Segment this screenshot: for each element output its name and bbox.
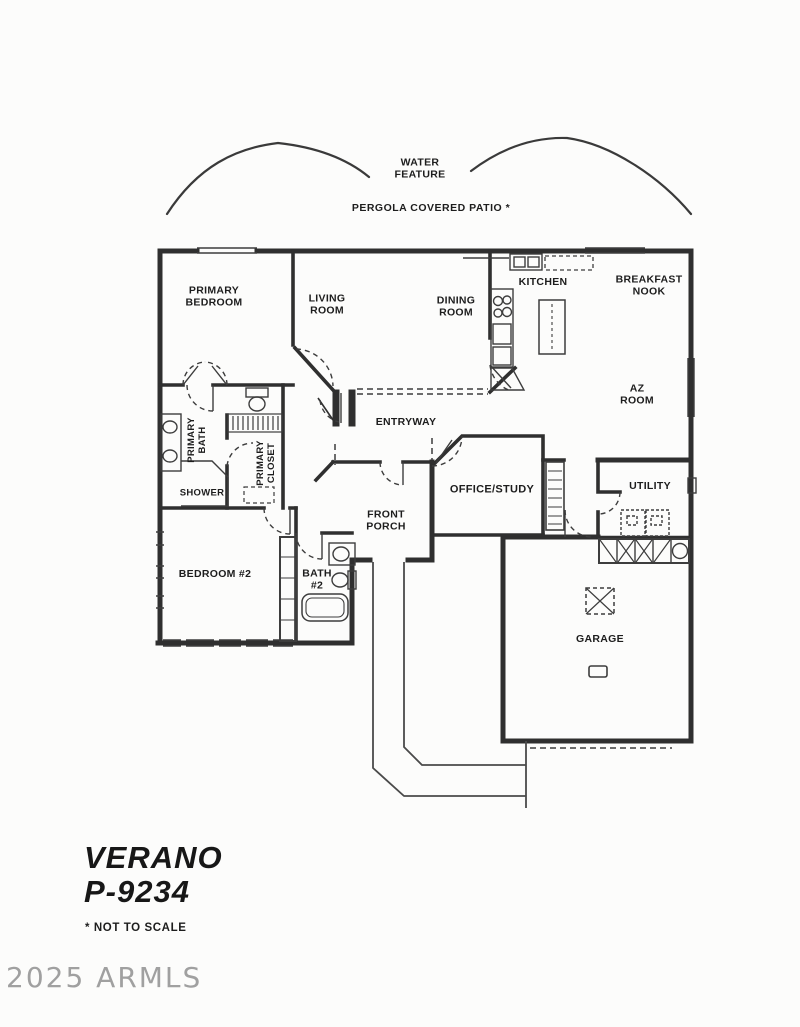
pergola-patio-label: PERGOLA COVERED PATIO * xyxy=(351,201,511,214)
closet-shelving xyxy=(227,413,283,504)
washer-dryer xyxy=(620,509,670,537)
plan-number: P-9234 xyxy=(84,874,190,909)
office-shelving xyxy=(545,461,565,531)
room-label-bath-2: BATH #2 xyxy=(302,567,332,592)
pergola-arcs xyxy=(165,136,693,216)
room-label-shower: SHOWER xyxy=(179,487,225,499)
room-label-primary-bedroom: PRIMARY BEDROOM xyxy=(185,284,243,309)
exterior-walls xyxy=(155,248,694,744)
room-label-bedroom-2: BEDROOM #2 xyxy=(178,567,252,580)
room-label-breakfast-nook: BREAKFAST NOOK xyxy=(615,273,683,298)
room-label-primary-closet: PRIMARY CLOSET xyxy=(254,440,277,486)
room-label-primary-bath: PRIMARY BATH xyxy=(185,417,208,463)
bedroom2-closet xyxy=(279,536,297,642)
room-label-kitchen: KITCHEN xyxy=(518,275,568,288)
primary-bath-vanity xyxy=(160,413,182,472)
interior-walls xyxy=(158,249,693,643)
garage-drain xyxy=(588,665,608,678)
room-label-dining-room: DINING ROOM xyxy=(436,294,476,319)
shower-enclosure xyxy=(181,460,229,507)
scale-note: * NOT TO SCALE xyxy=(85,922,187,934)
kitchen-range xyxy=(463,257,526,391)
plan-model-name: VERANO xyxy=(84,840,223,875)
room-label-utility: UTILITY xyxy=(629,479,671,492)
door-leaves xyxy=(182,364,566,559)
kitchen-upper-cabinets xyxy=(544,255,594,271)
room-label-entryway: ENTRYWAY xyxy=(375,415,437,428)
bath2-vanity xyxy=(328,542,356,566)
room-label-front-porch: FRONT PORCH xyxy=(366,508,406,533)
water-heater-icon xyxy=(671,542,689,560)
front-door xyxy=(317,389,356,427)
primary-toilet xyxy=(245,387,269,412)
room-label-garage: GARAGE xyxy=(576,632,624,645)
bath2-toilet xyxy=(331,570,357,590)
kitchen-island xyxy=(538,299,566,355)
armls-watermark: 2025 ARMLS xyxy=(6,961,203,994)
garage-cabinet-row xyxy=(598,538,690,564)
kitchen-sink xyxy=(509,253,543,271)
water-feature-label: WATER FEATURE xyxy=(394,156,446,181)
bath2-tub xyxy=(301,593,349,622)
garage-attic-access xyxy=(585,587,615,615)
room-label-az-room: AZ ROOM xyxy=(620,382,654,407)
door-arcs xyxy=(182,348,621,560)
meter-box xyxy=(687,477,697,494)
room-label-office-study: OFFICE/STUDY xyxy=(449,483,535,496)
room-label-living-room: LIVING ROOM xyxy=(308,292,346,317)
windows xyxy=(156,247,695,647)
dashed-lines xyxy=(334,388,672,749)
walkway xyxy=(372,562,527,808)
